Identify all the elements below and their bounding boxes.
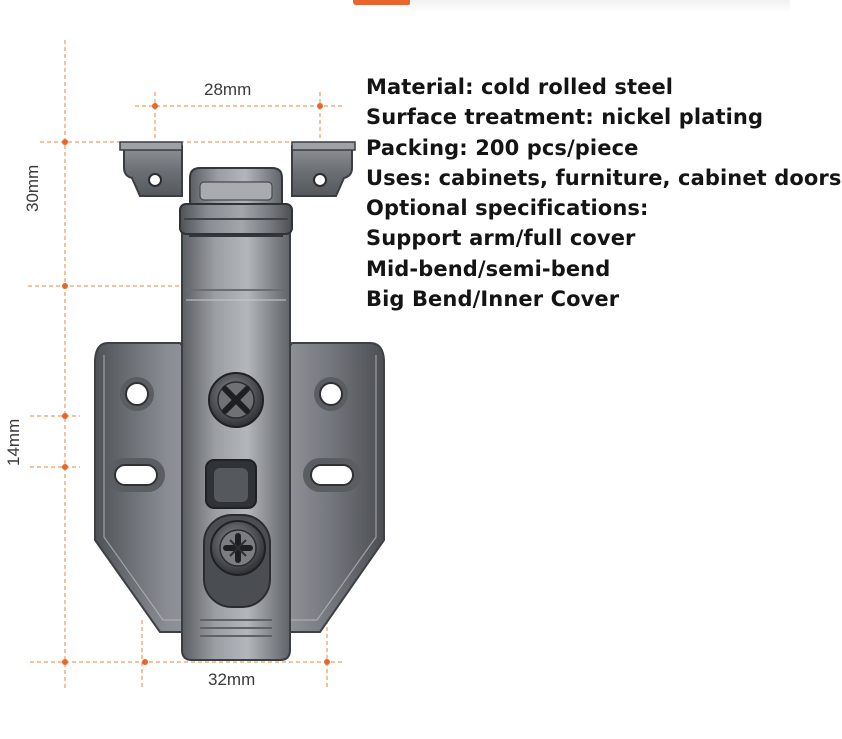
top-accent-tab — [353, 0, 411, 5]
dim-label-base-width: 32mm — [208, 670, 256, 689]
spec-optional-heading: Optional specifications: — [366, 196, 649, 221]
hinge-knuckle — [119, 141, 356, 237]
spec-option-full-cover: Support arm/full cover — [366, 226, 636, 251]
spec-material: Material: cold rolled steel — [366, 75, 674, 99]
top-edge-shadow — [410, 0, 790, 12]
left-round-hole — [125, 382, 149, 406]
right-slot — [310, 464, 354, 486]
dim-label-hole-spacing: 14mm — [4, 418, 23, 466]
spec-packing: Packing: 200 pcs/piece — [366, 135, 639, 160]
pozi-screw-icon — [210, 520, 266, 576]
spec-option-inner-cover: Big Bend/Inner Cover — [366, 287, 620, 312]
dimension-dots — [62, 103, 330, 665]
spec-surface-treatment: Surface treatment: nickel plating — [366, 105, 764, 130]
phillips-screw-icon — [208, 372, 264, 428]
specification-list: Material: cold rolled steel Surface trea… — [366, 72, 841, 314]
spec-option-semi-bend: Mid-bend/semi-bend — [366, 256, 611, 281]
grip-ridges — [200, 619, 272, 637]
hinge-arm — [181, 229, 291, 661]
dim-label-cup-height: 30mm — [23, 164, 42, 212]
spec-uses: Uses: cabinets, furniture, cabinet doors — [366, 165, 842, 190]
dim-label-top-width: 28mm — [204, 80, 252, 99]
left-slot — [114, 464, 158, 486]
right-bracket — [291, 145, 353, 197]
right-round-hole — [319, 382, 343, 406]
left-bracket — [123, 145, 183, 197]
